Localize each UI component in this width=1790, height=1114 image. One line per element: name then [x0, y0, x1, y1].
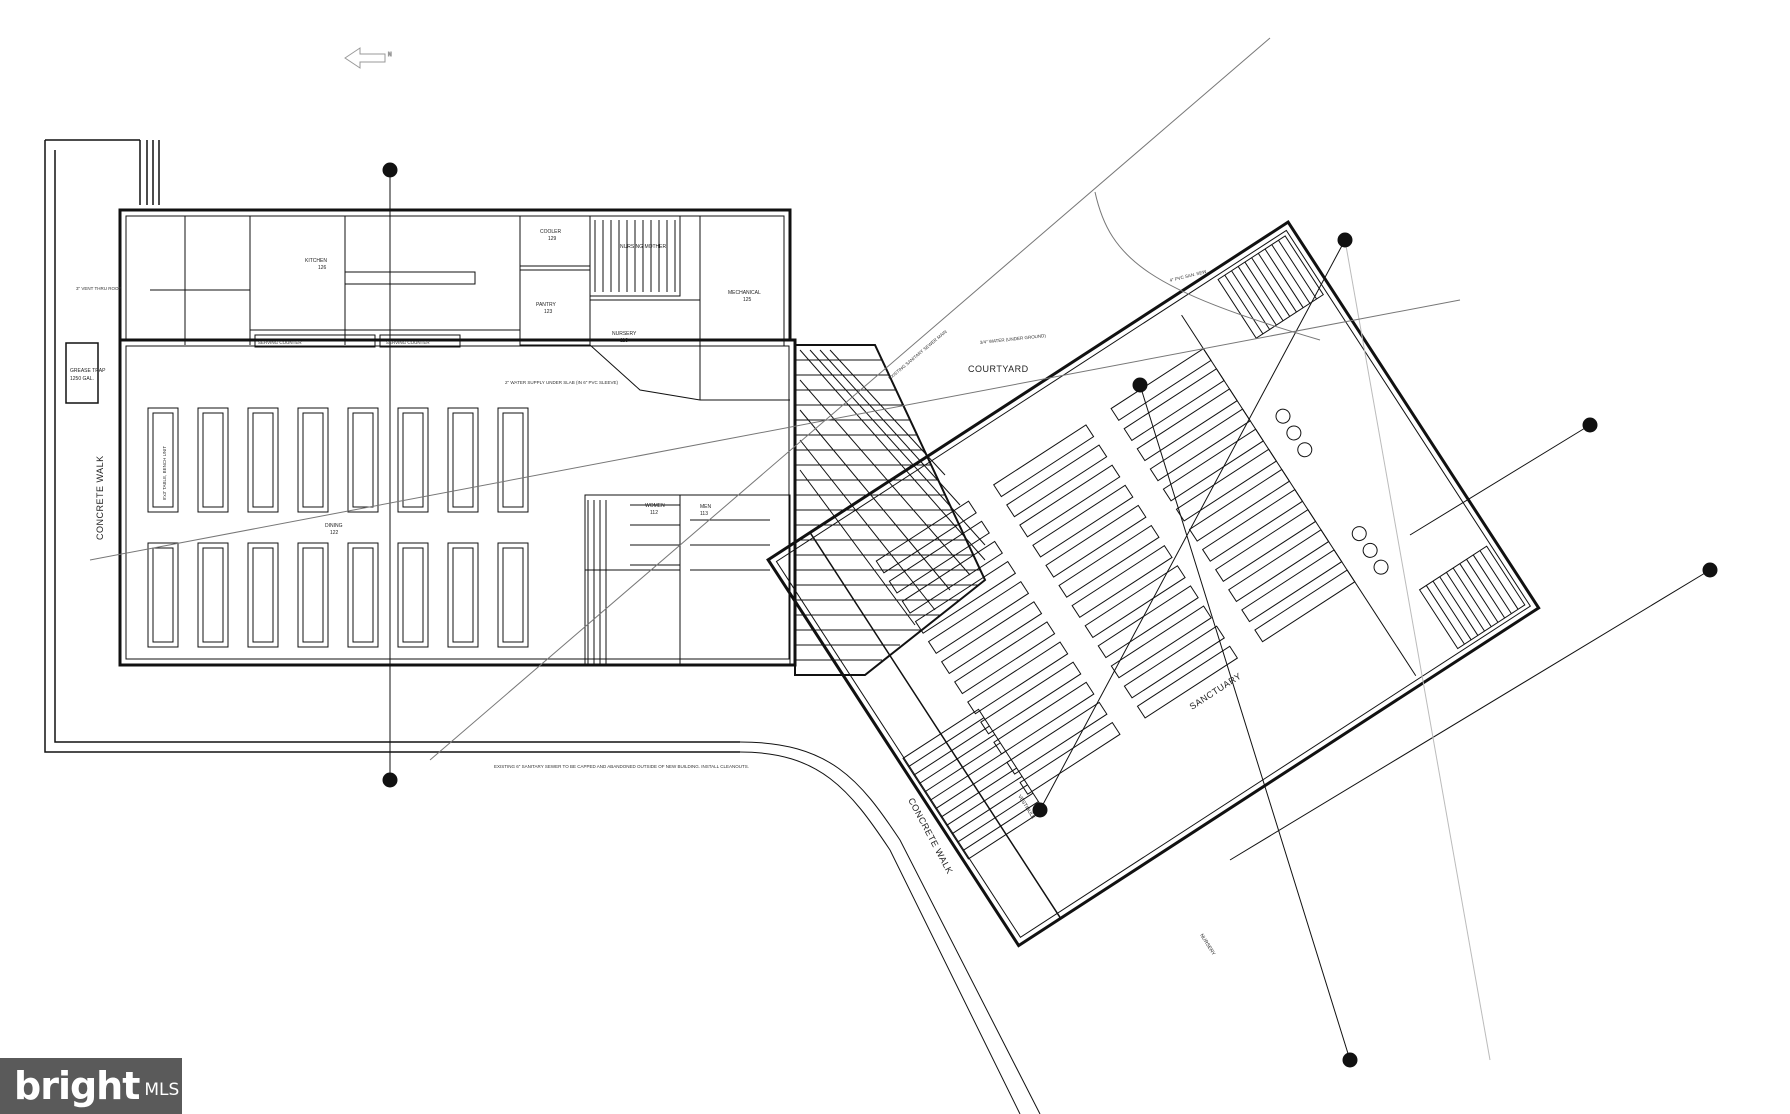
svg-text:123: 123 — [544, 309, 553, 315]
utility-lines — [89, 37, 1461, 761]
svg-text:GREASE TRAP: GREASE TRAP — [70, 368, 106, 374]
stair-west — [587, 500, 607, 665]
svg-text:NURSERY: NURSERY — [1198, 933, 1216, 957]
pews — [875, 347, 1356, 795]
svg-text:122: 122 — [330, 530, 339, 536]
svg-text:3/4" WATER (UNDER GROUND): 3/4" WATER (UNDER GROUND) — [980, 333, 1047, 345]
section-lines — [382, 162, 1718, 1068]
svg-text:SERVING COUNTER: SERVING COUNTER — [258, 340, 302, 345]
svg-text:N: N — [388, 52, 392, 58]
svg-text:1250 GAL.: 1250 GAL. — [70, 376, 94, 382]
svg-text:126: 126 — [318, 265, 327, 271]
svg-text:MECHANICAL: MECHANICAL — [728, 290, 761, 296]
svg-text:WOMEN: WOMEN — [645, 503, 665, 509]
svg-text:NURSERY: NURSERY — [612, 331, 637, 337]
svg-text:DINING: DINING — [325, 523, 343, 529]
hatched-connector — [794, 344, 987, 676]
site-boundary — [44, 139, 1041, 1114]
sanctuary-building — [766, 220, 1541, 948]
stair-north — [589, 215, 681, 297]
svg-text:NURSING MOTHER: NURSING MOTHER — [620, 244, 667, 250]
table-row — [147, 407, 529, 513]
table-row — [147, 542, 529, 648]
svg-text:125: 125 — [743, 297, 752, 303]
svg-text:SERVING COUNTER: SERVING COUNTER — [386, 340, 430, 345]
svg-text:113: 113 — [700, 511, 708, 517]
svg-text:129: 129 — [548, 236, 557, 242]
brightmls-watermark: bright MLS — [0, 1058, 182, 1114]
svg-text:3" VENT THRU ROOF: 3" VENT THRU ROOF — [76, 286, 121, 291]
svg-text:MEN: MEN — [700, 504, 712, 510]
svg-text:8'x3' TABLE, BENCH UNIT: 8'x3' TABLE, BENCH UNIT — [162, 446, 167, 500]
svg-text:2" WATER SUPPLY UNDER SLAB (IN: 2" WATER SUPPLY UNDER SLAB (IN 6" PVC SL… — [505, 380, 619, 385]
svg-text:112: 112 — [650, 510, 658, 516]
svg-text:COOLER: COOLER — [540, 229, 562, 235]
north-arrow-icon: N — [344, 47, 393, 69]
svg-text:CONCRETE WALK: CONCRETE WALK — [95, 455, 105, 540]
fellowship-hall-walls — [65, 208, 797, 667]
svg-text:EXISTING 6" SANITARY SEWER TO: EXISTING 6" SANITARY SEWER TO BE CAPPED … — [494, 764, 749, 769]
svg-text:COURTYARD: COURTYARD — [968, 364, 1029, 374]
watermark-suffix: MLS — [144, 1080, 180, 1100]
dining-tables — [147, 407, 529, 648]
svg-text:KITCHEN: KITCHEN — [305, 258, 327, 264]
plan-labels: CONCRETE WALK CONCRETE WALK COURTYARD DI… — [70, 229, 1243, 957]
svg-text:PANTRY: PANTRY — [536, 302, 556, 308]
svg-text:4" PVC SAN. SEW.: 4" PVC SAN. SEW. — [1169, 269, 1208, 283]
svg-text:118: 118 — [620, 338, 628, 344]
watermark-brand: bright — [14, 1064, 140, 1108]
svg-text:EXISTING SANITARY SEWER MAIN: EXISTING SANITARY SEWER MAIN — [887, 329, 947, 381]
